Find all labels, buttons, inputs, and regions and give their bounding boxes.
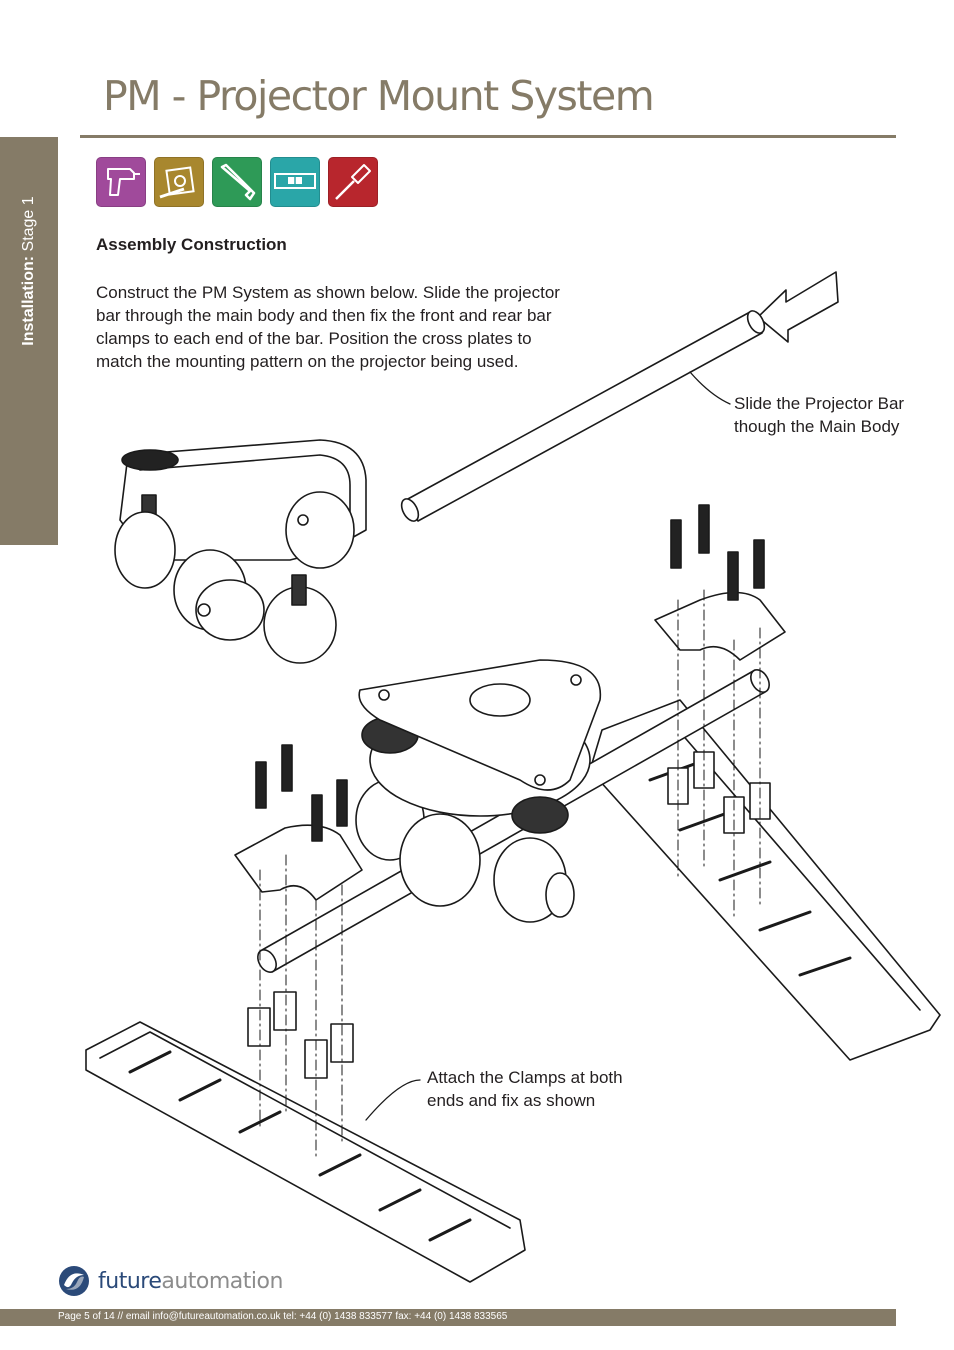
page-title: PM - Projector Mount System (103, 72, 655, 120)
callout-bar-line2: though the Main Body (734, 417, 900, 436)
callout-clamp-line2: ends and fix as shown (427, 1091, 596, 1110)
footer-text: Page 5 of 14 // email info@futureautomat… (58, 1311, 508, 1322)
main-body (355, 659, 602, 923)
callout-clamps: Attach the Clamps at both ends and fix a… (427, 1066, 623, 1112)
company-logo: futureautomation (56, 1262, 283, 1300)
section-heading: Assembly Construction (96, 235, 287, 254)
allen-key-icon (212, 157, 262, 207)
arrow-icon (757, 271, 839, 343)
left-cross-plate (85, 1021, 526, 1283)
spirit-level-icon (270, 157, 320, 207)
logo-word-future: future (98, 1268, 162, 1294)
callout-projector-bar: Slide the Projector Bar though the Main … (734, 392, 904, 438)
footer-bar (0, 1309, 896, 1326)
logo-wordmark: futureautomation (98, 1269, 283, 1294)
projector-bar (405, 311, 763, 522)
callout-clamp-line1: Attach the Clamps at both (427, 1068, 623, 1087)
tool-icons (96, 157, 378, 207)
logo-word-automation: automation (161, 1268, 283, 1294)
clamp-detail (114, 439, 367, 664)
drill-icon (96, 157, 146, 207)
logo-swirl-icon (59, 1266, 89, 1296)
left-clamp (234, 824, 363, 901)
section-body: Construct the PM System as shown below. … (96, 283, 560, 371)
screwdriver-icon (328, 157, 378, 207)
title-rule (80, 135, 896, 138)
tape-measure-icon (154, 157, 204, 207)
right-clamp (654, 591, 786, 661)
sidebar-tab (0, 137, 58, 545)
callout-bar-line1: Slide the Projector Bar (734, 394, 905, 413)
